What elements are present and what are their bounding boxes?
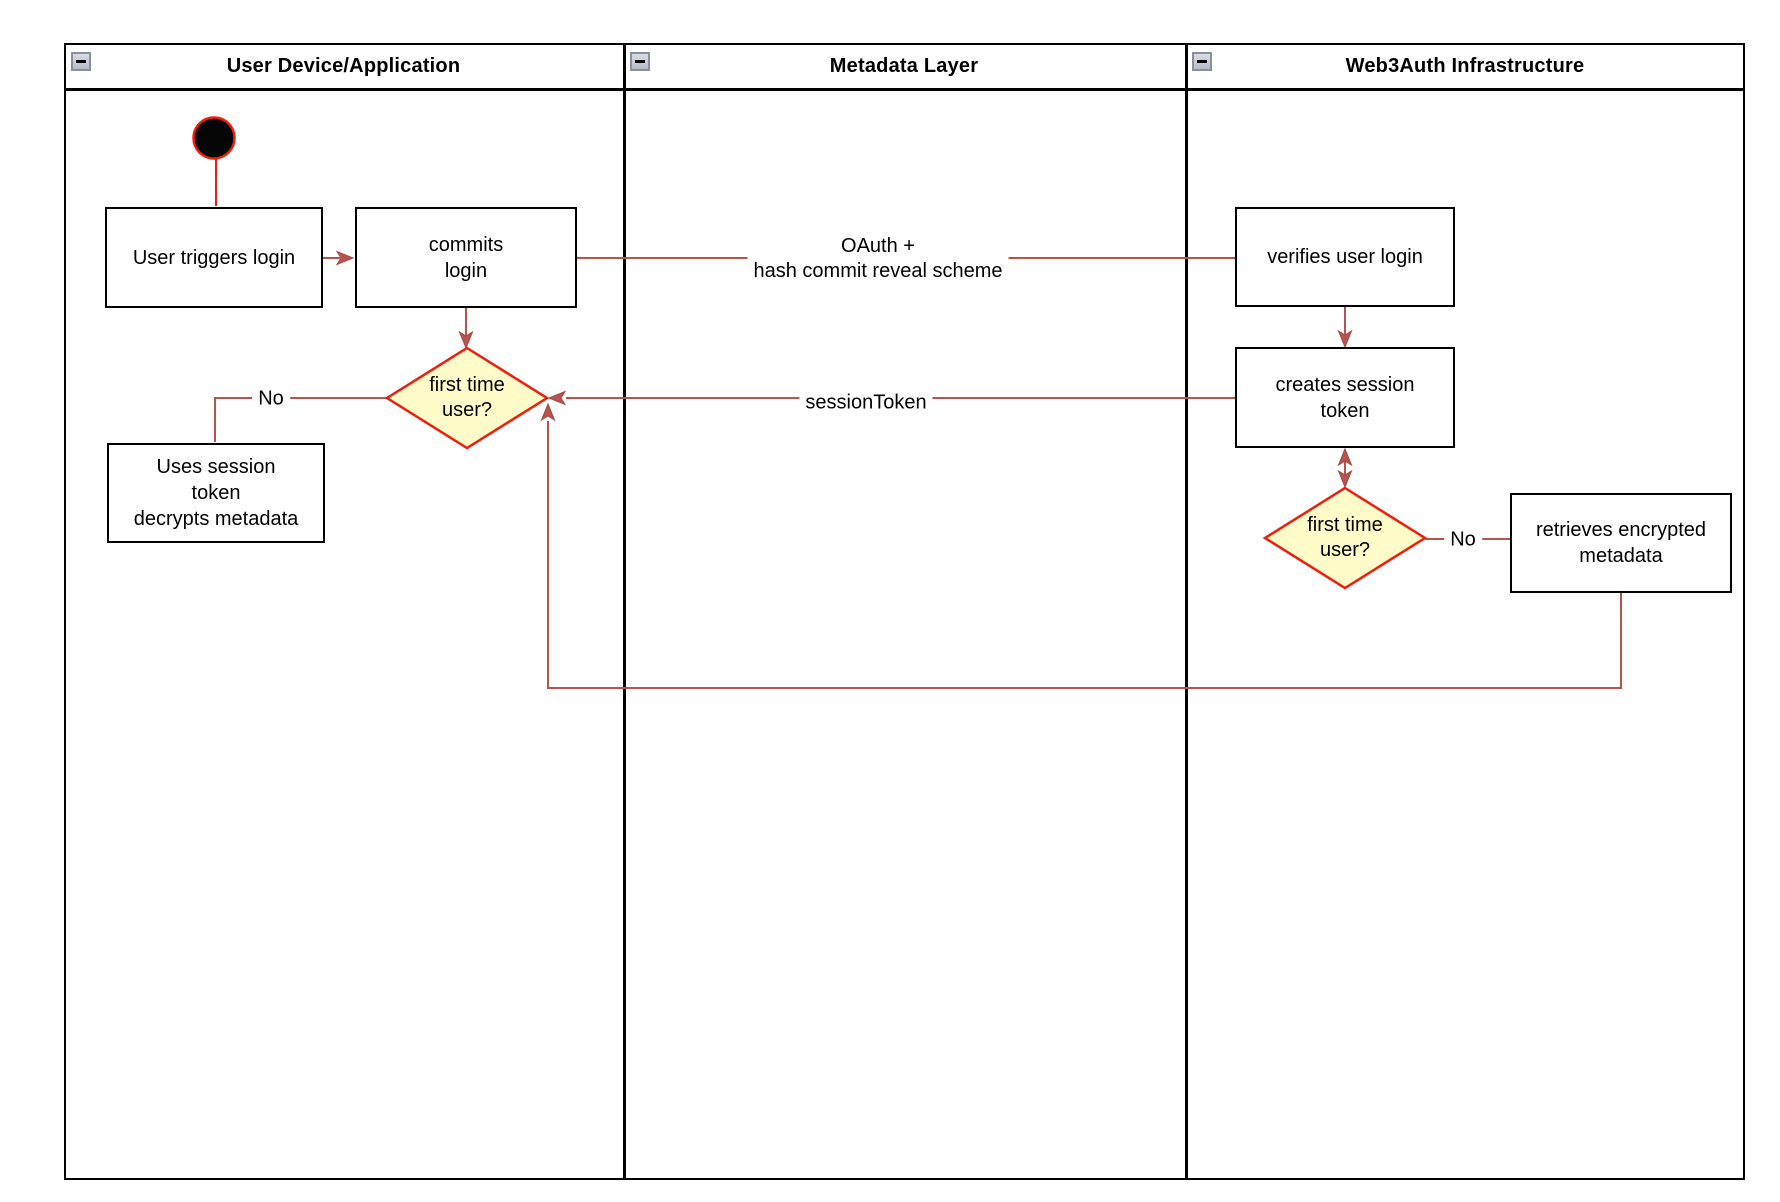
arrowhead-left-icon [547,390,567,406]
lane-title-web3auth-infrastructure[interactable]: Web3Auth Infrastructure [1345,55,1585,77]
pool-border [64,43,1745,1180]
lane-header-divider [64,88,1745,91]
collapse-minus-icon[interactable] [71,52,91,71]
collapse-minus-icon[interactable] [630,52,650,71]
node-creates-session-token[interactable]: creates session token [1235,347,1455,448]
decision-label-first-time-user-app: first time user? [429,374,505,421]
node-commits-login[interactable]: commits login [355,207,577,308]
minus-glyph [1197,60,1207,63]
node-user-triggers-login[interactable]: User triggers login [105,207,323,308]
edge-retrieves-feedback-loop[interactable] [547,421,1622,689]
arrowhead-right-icon [335,250,355,266]
arrowhead-down-icon [458,330,474,350]
start-node[interactable] [192,116,236,160]
collapse-minus-icon[interactable] [1192,52,1212,71]
node-label: retrieves encrypted metadata [1535,519,1707,567]
arrowhead-up-icon [540,402,556,422]
minus-glyph [635,60,645,63]
lane-divider-2 [1185,43,1188,1180]
arrowhead-down-icon [1337,469,1353,489]
node-label: creates session token [1275,373,1415,422]
node-label: User triggers login [132,246,296,269]
decision-first-time-user-infra[interactable] [1262,486,1428,590]
lane-divider-1 [623,43,626,1180]
node-label: verifies user login [1267,246,1423,268]
node-uses-session-token[interactable]: Uses session token decrypts metadata [107,443,325,543]
decision-label-first-time-user-infra: first time user? [1307,514,1383,561]
edge-label-session-token[interactable]: sessionToken [799,389,933,417]
node-label: commits login [428,233,504,282]
node-retrieves-encrypted-metadata[interactable]: retrieves encrypted metadata [1510,493,1732,593]
lane-title-user-device[interactable]: User Device/Application [226,55,461,77]
minus-glyph [76,60,86,63]
arrowhead-up-icon [1337,447,1353,467]
node-label: Uses session token decrypts metadata [133,456,299,530]
decision-first-time-user-app[interactable] [384,346,550,450]
edge-no-to-uses-session[interactable] [214,397,387,442]
edge-label-oauth[interactable]: OAuth + hash commit reveal scheme [747,233,1009,285]
edge-label-no-app[interactable]: No [252,385,290,413]
edge-label-no-infra[interactable]: No [1444,526,1482,554]
node-verifies-user-login[interactable]: verifies user login [1235,207,1455,307]
lane-title-metadata-layer[interactable]: Metadata Layer [829,55,979,77]
arrowhead-down-icon [1337,329,1353,349]
